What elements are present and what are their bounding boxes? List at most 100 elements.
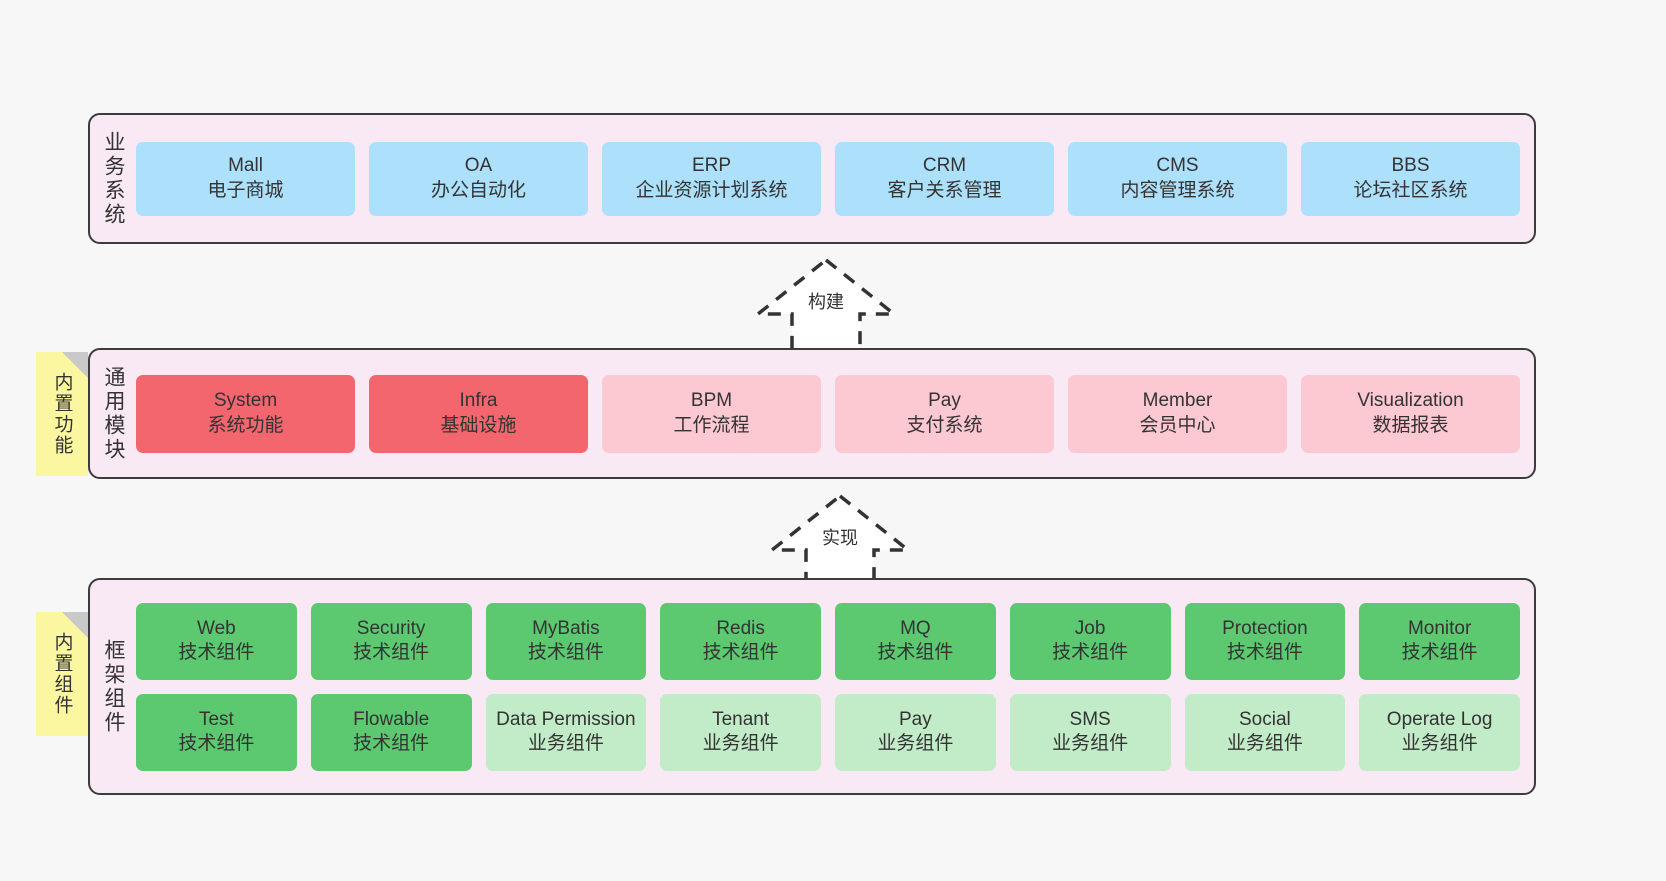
card-title: MQ <box>900 617 931 639</box>
card-operate-log[interactable]: Operate Log 业务组件 <box>1359 693 1520 771</box>
card-subtitle: 技术组件 <box>178 733 255 754</box>
card-row: Mall 电子商城 OA 办公自动化 ERP 企业资源计划系统 CRM 客户关系… <box>136 141 1520 216</box>
card-subtitle: 业务组件 <box>527 733 604 754</box>
card-crm[interactable]: CRM 客户关系管理 <box>835 141 1054 216</box>
card-row: Test 技术组件 Flowable 技术组件 Data Permission … <box>136 693 1520 771</box>
card-protection[interactable]: Protection 技术组件 <box>1184 602 1346 680</box>
card-tenant[interactable]: Tenant 业务组件 <box>660 693 821 771</box>
card-subtitle: 技术组件 <box>877 642 954 663</box>
layer-body-business-system: Mall 电子商城 OA 办公自动化 ERP 企业资源计划系统 CRM 客户关系… <box>136 115 1534 242</box>
card-subtitle: 业务组件 <box>1052 733 1129 754</box>
card-subtitle: 技术组件 <box>1226 642 1303 663</box>
card-title: Protection <box>1222 617 1308 639</box>
card-title: Tenant <box>712 708 770 730</box>
card-subtitle: 论坛社区系统 <box>1353 179 1468 201</box>
arrow-build-label: 构建 <box>808 292 844 312</box>
card-subtitle: 系统功能 <box>207 414 284 436</box>
card-title: ERP <box>691 155 732 177</box>
card-security[interactable]: Security 技术组件 <box>310 602 472 680</box>
layer-framework-component: 框架组件 Web 技术组件 Security 技术组件 MyBatis 技术组件… <box>88 578 1536 795</box>
note-label: 内置组件 <box>51 632 73 716</box>
card-title: BBS <box>1391 155 1430 177</box>
layer-body-framework-component: Web 技术组件 Security 技术组件 MyBatis 技术组件 Redi… <box>136 580 1534 793</box>
card-bpm[interactable]: BPM 工作流程 <box>602 374 821 453</box>
card-subtitle: 技术组件 <box>527 642 604 663</box>
card-subtitle: 业务组件 <box>702 733 779 754</box>
card-pay-component[interactable]: Pay 业务组件 <box>835 693 996 771</box>
card-subtitle: 技术组件 <box>1052 642 1129 663</box>
card-title: Pay <box>928 390 961 412</box>
card-title: CRM <box>922 155 967 177</box>
card-subtitle: 支付系统 <box>906 414 983 436</box>
card-subtitle: 业务组件 <box>877 733 954 754</box>
card-infra[interactable]: Infra 基础设施 <box>369 374 588 453</box>
card-title: Test <box>198 708 234 730</box>
layer-title-business-system: 业务系统 <box>102 130 126 227</box>
note-builtin-features: 内置功能 <box>36 352 88 476</box>
card-title: Operate Log <box>1386 708 1493 730</box>
card-social[interactable]: Social 业务组件 <box>1184 693 1346 771</box>
card-test[interactable]: Test 技术组件 <box>136 693 297 771</box>
layer-common-module: 通用模块 System 系统功能 Infra 基础设施 BPM 工作流程 Pay… <box>88 348 1536 479</box>
card-title: MyBatis <box>532 617 600 639</box>
card-subtitle: 内容管理系统 <box>1120 179 1235 201</box>
card-title: Pay <box>899 708 932 730</box>
dashed-hollow-arrow-up-icon <box>752 257 900 352</box>
card-subtitle: 技术组件 <box>702 642 779 663</box>
layer-business-system: 业务系统 Mall 电子商城 OA 办公自动化 ERP 企业资源计划系统 CRM… <box>88 113 1536 244</box>
card-subtitle: 企业资源计划系统 <box>635 179 788 201</box>
card-member[interactable]: Member 会员中心 <box>1068 374 1287 453</box>
card-cms[interactable]: CMS 内容管理系统 <box>1068 141 1287 216</box>
card-pay-module[interactable]: Pay 支付系统 <box>835 374 1054 453</box>
card-monitor[interactable]: Monitor 技术组件 <box>1359 602 1520 680</box>
arrow-build: 构建 <box>726 252 926 352</box>
card-subtitle: 数据报表 <box>1372 414 1449 436</box>
card-title: Data Permission <box>496 708 636 730</box>
card-title: Security <box>356 617 426 639</box>
card-web[interactable]: Web 技术组件 <box>136 602 297 680</box>
card-title: Redis <box>716 617 765 639</box>
card-erp[interactable]: ERP 企业资源计划系统 <box>602 141 821 216</box>
card-bbs[interactable]: BBS 论坛社区系统 <box>1301 141 1520 216</box>
card-mybatis[interactable]: MyBatis 技术组件 <box>485 602 647 680</box>
card-title: CMS <box>1156 155 1199 177</box>
card-subtitle: 业务组件 <box>1401 733 1478 754</box>
card-row: System 系统功能 Infra 基础设施 BPM 工作流程 Pay 支付系统… <box>136 374 1520 453</box>
card-title: BPM <box>690 390 733 412</box>
card-title: Mall <box>228 155 263 177</box>
card-subtitle: 业务组件 <box>1226 733 1303 754</box>
card-mq[interactable]: MQ 技术组件 <box>835 602 996 680</box>
card-oa[interactable]: OA 办公自动化 <box>369 141 588 216</box>
layer-body-common-module: System 系统功能 Infra 基础设施 BPM 工作流程 Pay 支付系统… <box>136 350 1534 477</box>
card-subtitle: 技术组件 <box>178 642 255 663</box>
card-job[interactable]: Job 技术组件 <box>1009 602 1171 680</box>
card-title: Monitor <box>1407 617 1472 639</box>
card-subtitle: 技术组件 <box>353 642 430 663</box>
card-subtitle: 客户关系管理 <box>887 179 1002 201</box>
card-redis[interactable]: Redis 技术组件 <box>660 602 821 680</box>
card-subtitle: 工作流程 <box>673 414 750 436</box>
card-visualization[interactable]: Visualization 数据报表 <box>1301 374 1520 453</box>
dashed-hollow-arrow-up-icon <box>766 493 914 588</box>
card-flowable[interactable]: Flowable 技术组件 <box>310 693 472 771</box>
card-title: Member <box>1142 390 1213 412</box>
card-title: SMS <box>1069 708 1111 730</box>
card-title: Social <box>1239 708 1291 730</box>
card-system[interactable]: System 系统功能 <box>136 374 355 453</box>
arrow-implement: 实现 <box>740 488 940 588</box>
card-subtitle: 技术组件 <box>353 733 430 754</box>
card-mall[interactable]: Mall 电子商城 <box>136 141 355 216</box>
card-data-permission[interactable]: Data Permission 业务组件 <box>485 693 647 771</box>
card-subtitle: 技术组件 <box>1401 642 1478 663</box>
card-title: Flowable <box>353 708 430 730</box>
card-title: Infra <box>459 390 498 412</box>
card-title: OA <box>464 155 493 177</box>
card-subtitle: 会员中心 <box>1139 414 1216 436</box>
note-label: 内置功能 <box>51 372 73 456</box>
card-title: Job <box>1074 617 1106 639</box>
card-title: Web <box>197 617 236 639</box>
card-sms[interactable]: SMS 业务组件 <box>1009 693 1171 771</box>
arrow-implement-label: 实现 <box>822 528 858 548</box>
layer-title-common-module: 通用模块 <box>102 365 126 462</box>
